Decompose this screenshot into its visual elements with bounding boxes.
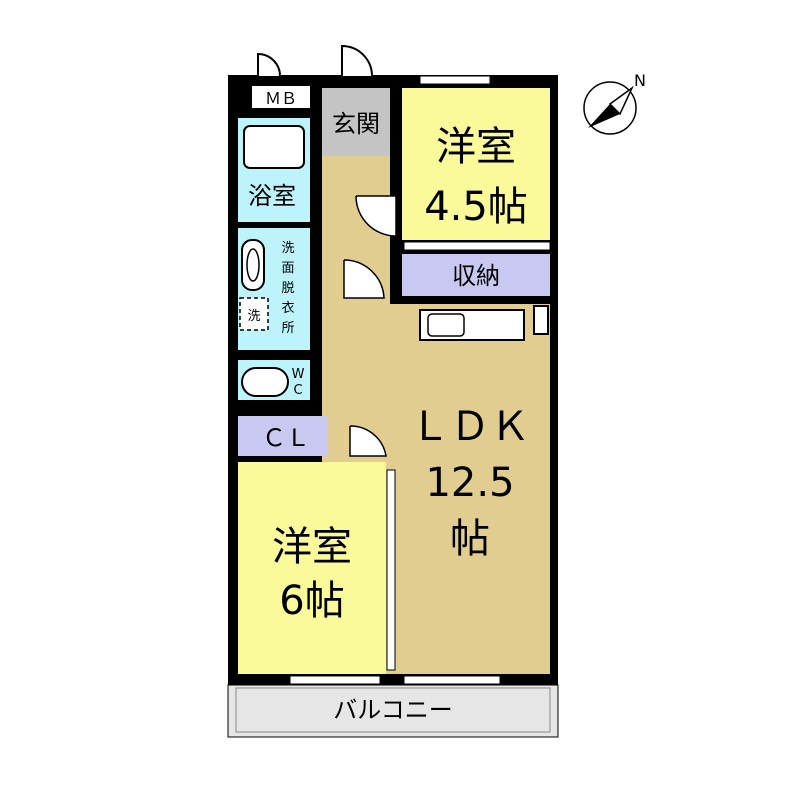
window-bottom-right-icon — [403, 675, 501, 685]
compass-label: N — [634, 71, 646, 90]
wc-char-w: W — [292, 367, 305, 382]
washer-label: 洗 — [247, 309, 260, 324]
room-western-1 — [402, 88, 550, 240]
sink-basin-icon — [246, 248, 260, 282]
compass-icon — [583, 81, 637, 135]
washroom-char-5: 所 — [281, 321, 294, 336]
ldk-name: ＬＤＫ — [410, 404, 530, 450]
partition-doors-icon — [386, 469, 396, 671]
western-room-2-name: 洋室 — [272, 524, 352, 570]
fridge-icon — [533, 305, 549, 335]
cl-door-icon — [349, 425, 387, 457]
washroom-char-4: 衣 — [281, 300, 294, 316]
ldk-unit: 帖 — [450, 516, 490, 562]
meter-box-area — [252, 86, 310, 108]
hall-door-icon — [343, 259, 385, 299]
storage-label: 収納 — [452, 262, 500, 290]
entrance-door-icon — [341, 44, 373, 77]
washroom-char-2: 面 — [281, 261, 294, 276]
balcony-inner — [235, 687, 551, 733]
window-bottom-left-icon — [289, 675, 381, 685]
kitchen-sink-icon — [427, 313, 465, 337]
window-top-icon — [419, 75, 491, 85]
washroom-char-3: 脱 — [281, 281, 294, 296]
toilet-icon — [241, 367, 289, 397]
storage-doors-icon — [403, 241, 551, 251]
bathtub-icon — [243, 125, 305, 169]
western-room-1-name: 洋室 — [436, 124, 516, 170]
meter-box-label: ＭＢ — [265, 89, 297, 108]
closet-label: ＣＬ — [262, 424, 310, 452]
storage-area — [402, 254, 550, 296]
ldk-size: 12.5 — [425, 460, 514, 506]
western-room-2-size: 6帖 — [279, 578, 344, 624]
room1-door-icon — [355, 195, 397, 237]
western-room-1-size: 4.5帖 — [424, 184, 528, 230]
mb-door-icon — [257, 52, 281, 77]
room-ldk-lower — [392, 404, 550, 674]
balcony-label: バルコニー — [333, 696, 453, 724]
sink-icon — [241, 239, 265, 291]
bathroom-label: 浴室 — [248, 182, 296, 210]
wc-char-c: C — [293, 383, 302, 398]
washroom-char-1: 洗 — [281, 241, 294, 256]
entrance-label: 玄関 — [332, 110, 380, 138]
closet-area — [238, 416, 328, 456]
room-western-2 — [238, 462, 386, 674]
entrance-area — [322, 88, 390, 156]
washer-icon — [239, 297, 269, 331]
